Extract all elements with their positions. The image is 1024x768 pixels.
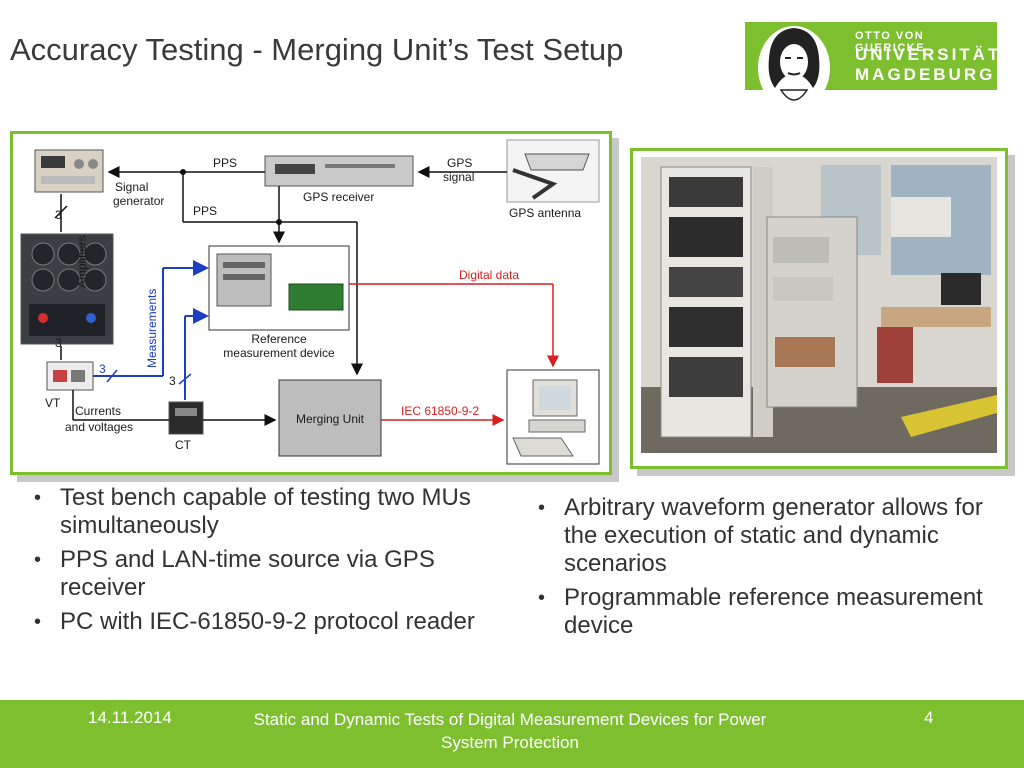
logo-line-1: OTTO VON GUERICKE bbox=[855, 30, 926, 54]
vt-label: VT bbox=[45, 396, 61, 410]
lab-photo-drawing bbox=[641, 157, 997, 453]
guericke-portrait-icon bbox=[758, 26, 830, 110]
currents-label-2: and voltages bbox=[65, 420, 134, 434]
slide-title: Accuracy Testing - Merging Unit’s Test S… bbox=[10, 32, 624, 67]
measurements-label: Measurements bbox=[145, 288, 159, 368]
merging-unit-box bbox=[278, 379, 382, 457]
gps-antenna-device bbox=[506, 139, 600, 203]
diagram-drawing bbox=[20, 139, 600, 465]
amplifiers-label: Amplifiers bbox=[75, 235, 89, 288]
line-count-ct: 3 bbox=[169, 374, 176, 388]
signal-generator-label-2: generator bbox=[113, 194, 165, 208]
bullet-item: PPS and LAN-time source via GPS receiver bbox=[16, 546, 496, 602]
pps-label-mid: PPS bbox=[193, 204, 218, 218]
digital-data-label: Digital data bbox=[459, 268, 520, 282]
bullet-item: Test bench capable of testing two MUs si… bbox=[16, 484, 496, 540]
signal-generator-device bbox=[34, 149, 104, 193]
line-count-signal: 3 bbox=[55, 208, 62, 222]
line-count-amplifiers: 3 bbox=[55, 336, 62, 350]
test-setup-diagram: PPS GPS signal GPS receiver GPS antenna … bbox=[10, 131, 612, 475]
reference-label-2: measurement device bbox=[223, 346, 335, 360]
line-count-vt: 3 bbox=[99, 362, 106, 376]
pc-device bbox=[506, 369, 600, 465]
ct-device bbox=[168, 401, 204, 435]
bullet-item: PC with IEC-61850-9-2 protocol reader bbox=[16, 608, 496, 636]
footer-title: Static and Dynamic Tests of Digital Meas… bbox=[253, 710, 767, 752]
iec-label: IEC 61850-9-2 bbox=[401, 404, 480, 418]
bullet-item: Programmable reference measurement devic… bbox=[520, 584, 1000, 640]
gps-receiver-device bbox=[264, 155, 414, 187]
currents-label-1: Currents bbox=[75, 404, 122, 418]
gps-antenna-label: GPS antenna bbox=[509, 206, 582, 220]
footer-date: 14.11.2014 bbox=[88, 708, 172, 727]
reference-label-1: Reference bbox=[251, 332, 307, 346]
signal-generator-label-1: Signal bbox=[115, 180, 149, 194]
slide-footer: 14.11.2014 Static and Dynamic Tests of D… bbox=[0, 700, 1024, 768]
bullet-list-left: Test bench capable of testing two MUs si… bbox=[16, 484, 496, 642]
university-logo: OTTO VON GUERICKE UNIVERSITÄT MAGDEBURG bbox=[745, 22, 998, 110]
reference-measurement-device bbox=[208, 245, 350, 331]
gps-signal-label-2: signal bbox=[443, 170, 475, 184]
page-number: 4 bbox=[924, 708, 934, 727]
pps-label-top: PPS bbox=[213, 156, 238, 170]
vt-device bbox=[46, 361, 94, 391]
gps-receiver-label: GPS receiver bbox=[303, 190, 375, 204]
bullet-item: Arbitrary waveform generator allows for … bbox=[520, 494, 1000, 578]
logo-line-2: UNIVERSITÄT bbox=[855, 45, 1002, 64]
bullet-list-right: Arbitrary waveform generator allows for … bbox=[520, 494, 1000, 646]
logo-line-3: MAGDEBURG bbox=[855, 65, 996, 84]
amplifiers-device bbox=[20, 233, 114, 345]
lab-photo bbox=[630, 148, 1008, 469]
merging-unit-label: Merging Unit bbox=[295, 412, 365, 426]
ct-label: CT bbox=[175, 438, 191, 452]
gps-signal-label-1: GPS bbox=[447, 156, 473, 170]
